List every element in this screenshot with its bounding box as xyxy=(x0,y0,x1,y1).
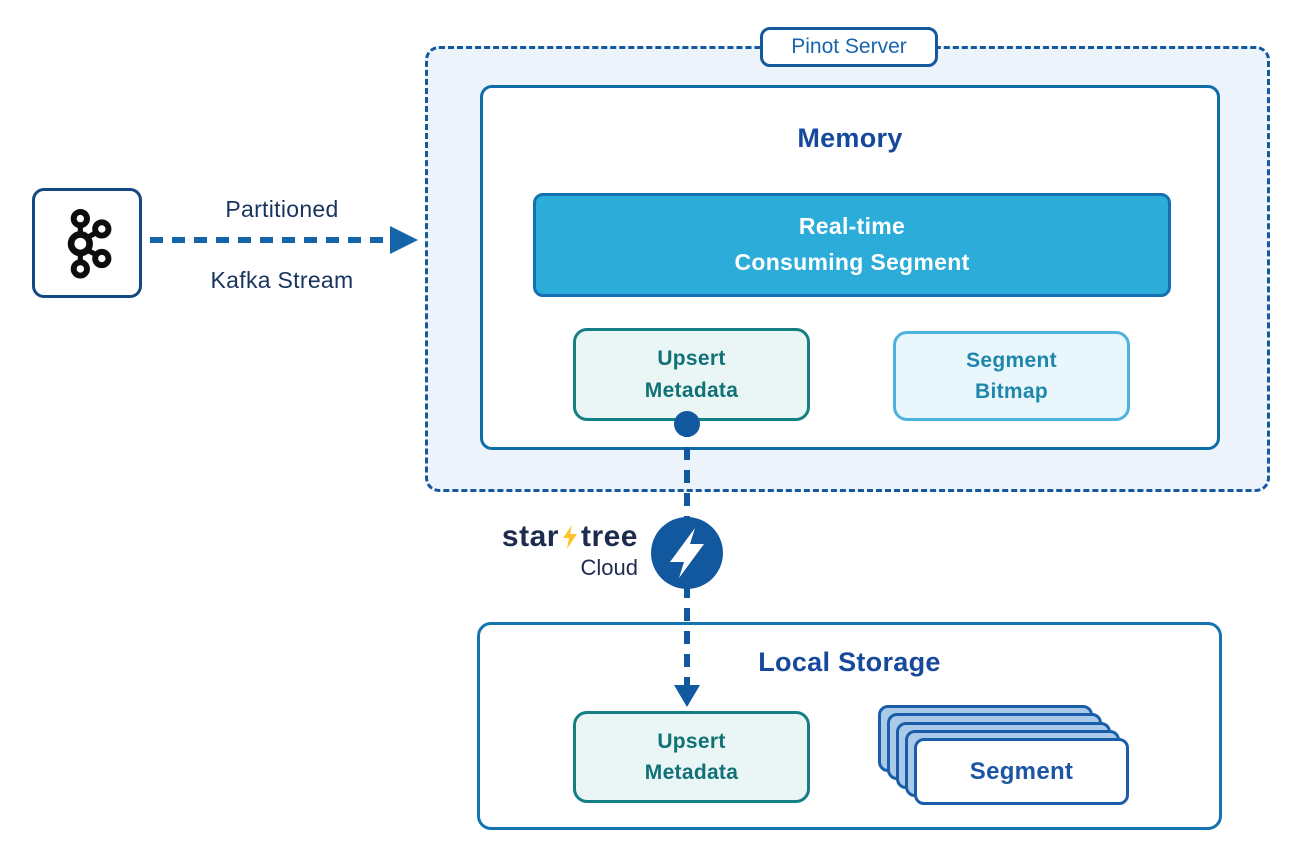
startree-cloud-logo: star tree Cloud xyxy=(430,520,638,581)
stream-label-partitioned: Partitioned xyxy=(225,196,339,222)
pinot-server-label: Pinot Server xyxy=(760,27,938,67)
upsert-storage-line2: Metadata xyxy=(644,761,739,784)
stream-label-kafka: Kafka Stream xyxy=(210,267,354,293)
upsert-metadata-storage-node: Upsert Metadata xyxy=(573,711,810,803)
segment-card-front: Segment xyxy=(914,738,1129,805)
memory-title: Memory xyxy=(797,123,903,153)
realtime-label-line1: Real-time xyxy=(798,213,906,240)
upsert-metadata-memory-node: Upsert Metadata xyxy=(573,328,810,421)
startree-wordmark: star tree xyxy=(430,520,638,554)
segment-stack: Segment xyxy=(878,705,1130,806)
sync-circle xyxy=(651,517,723,589)
segment-bitmap-node: Segment Bitmap xyxy=(893,331,1130,421)
kafka-icon xyxy=(67,208,112,279)
startree-cloud-label: Cloud xyxy=(580,555,638,580)
lightning-bolt-icon xyxy=(670,528,704,578)
memory-box: Memory Real-time Consuming Segment Upser… xyxy=(480,85,1220,450)
bitmap-line2: Bitmap xyxy=(975,380,1048,403)
local-storage-title: Local Storage xyxy=(758,647,941,677)
startree-word-tree: tree xyxy=(580,520,638,553)
kafka-stream-arrowhead xyxy=(390,226,418,254)
startree-word-star: star xyxy=(501,520,559,553)
upsert-memory-line2: Metadata xyxy=(644,378,739,402)
startree-bolt-icon xyxy=(562,525,577,549)
realtime-consuming-segment-node: Real-time Consuming Segment xyxy=(533,193,1171,297)
bitmap-line1: Segment xyxy=(966,348,1057,372)
upsert-memory-line1: Upsert xyxy=(657,347,726,370)
segment-card-label: Segment xyxy=(969,757,1074,785)
realtime-label-line2: Consuming Segment xyxy=(734,249,970,275)
kafka-source-node xyxy=(32,188,142,298)
upsert-storage-line1: Upsert xyxy=(657,729,726,753)
